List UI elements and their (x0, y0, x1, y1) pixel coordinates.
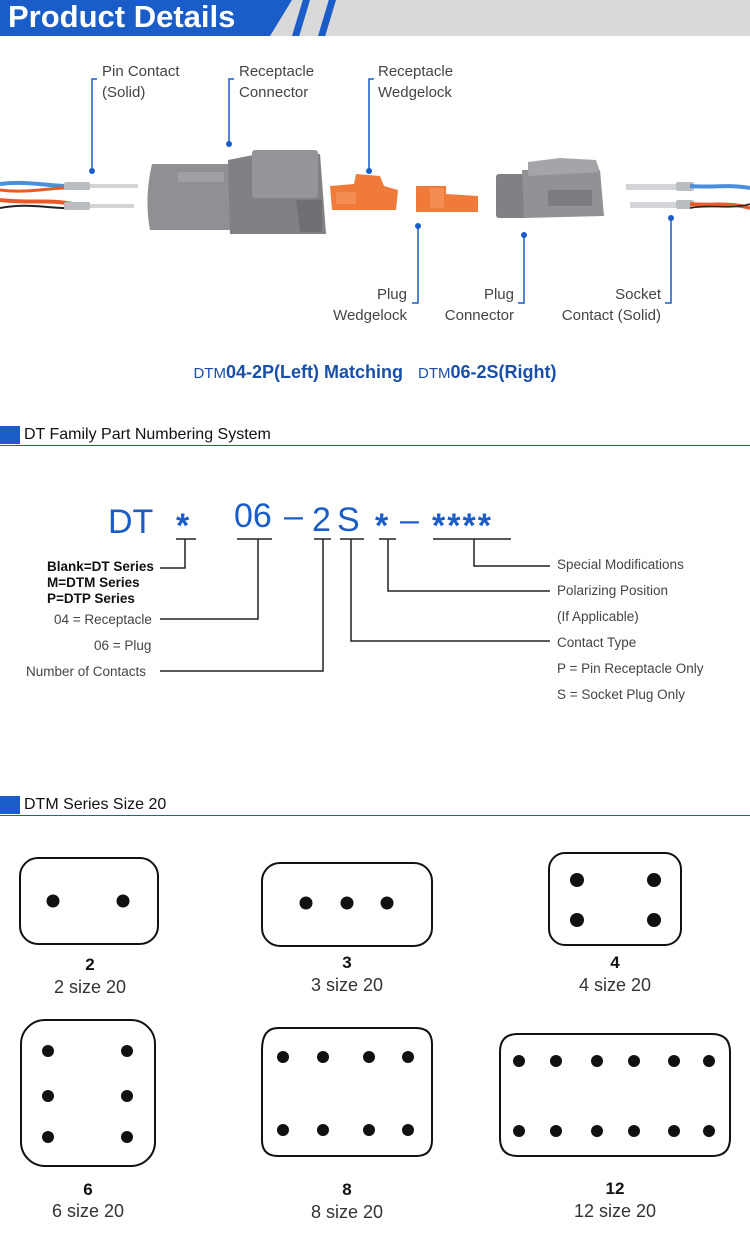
plug-connector-icon (496, 158, 604, 218)
pn-special-mod-label: Special Modifications (557, 557, 684, 572)
cavity-contact-dots (42, 873, 715, 1143)
pn-receptacle-plug: 06 (234, 497, 272, 535)
cavity-6-label: 6 size 20 (51, 1201, 125, 1221)
cavity-4-label: 4 size 20 (578, 975, 652, 995)
matching-caption: DTM04-2P(Left) Matching DTM06-2S(Right) (193, 362, 557, 382)
header-slash-decoration (292, 0, 310, 36)
cavity-12-label: 12 size 20 (573, 1201, 657, 1221)
cavity-3-label: 3 size 20 (310, 975, 384, 995)
pn-contacts: 2 (312, 501, 331, 539)
section-marker (0, 426, 20, 444)
section-part-numbering: DT Family Part Numbering System (0, 424, 750, 446)
socket-contact-icon (626, 182, 694, 209)
diagram-leader-lines (91, 78, 672, 304)
cavity-12-number: 12 (605, 1179, 625, 1198)
label-plug-connector: Plug Connector (444, 286, 514, 324)
pn-contact-type: S (337, 501, 360, 539)
pn-series-asterisk: * (176, 507, 190, 545)
section-divider (0, 445, 750, 446)
section-title: DT Family Part Numbering System (24, 426, 271, 443)
cavity-2-number: 2 (85, 955, 95, 974)
right-wires-icon (689, 184, 750, 210)
cavity-2-label: 2 size 20 (53, 977, 127, 997)
pn-series-p: P=DTP Series (47, 591, 135, 606)
cavity-8-outline (261, 1027, 433, 1157)
plug-wedgelock-icon (416, 186, 478, 212)
pn-plug-label: 06 = Plug (94, 638, 152, 653)
cavity-6-outline (20, 1019, 156, 1167)
pn-dash: – (400, 501, 419, 539)
section-divider (0, 815, 750, 816)
cavity-2-outline (19, 857, 159, 945)
connector-diagram (0, 78, 750, 304)
pn-dash: – (284, 497, 303, 535)
cavity-12-outline (499, 1033, 731, 1157)
label-socket-contact: Socket Contact (Solid) (561, 286, 661, 324)
pn-series-m: M=DTM Series (47, 575, 140, 590)
header-banner: Product Details (0, 0, 750, 36)
pn-contacts-label: Number of Contacts (26, 664, 147, 679)
cavity-4-outline (548, 852, 682, 946)
receptacle-connector-icon (147, 150, 326, 234)
section-marker (0, 796, 20, 814)
page-title: Product Details (8, 0, 236, 34)
cavity-8-label: 8 size 20 (310, 1202, 384, 1222)
pn-polarizing-note: (If Applicable) (557, 609, 639, 624)
pn-contact-type-label: Contact Type (557, 635, 637, 650)
pn-polarizing-label: Polarizing Position (557, 583, 669, 598)
cavity-4-number: 4 (610, 953, 620, 972)
label-pin-contact: Pin Contact (Solid) (102, 63, 180, 101)
pn-pin-receptacle-label: P = Pin Receptacle Only (557, 661, 704, 676)
label-receptacle-connector: Receptacle Connector (239, 63, 315, 101)
pn-polarizing-asterisk: * (375, 507, 389, 545)
header-blue-block (0, 0, 292, 36)
section-dtm-size20: DTM Series Size 20 (0, 794, 750, 816)
label-receptacle-wedgelock: Receptacle Wedgelock (378, 63, 454, 101)
section-title: DTM Series Size 20 (24, 796, 167, 813)
cavity-8-number: 8 (342, 1180, 352, 1199)
pn-series-blank: Blank=DT Series (47, 559, 154, 574)
pn-receptacle-label: 04 = Receptacle (54, 612, 152, 627)
label-plug-wedgelock: Plug Wedgelock (333, 286, 407, 324)
pn-socket-plug-label: S = Socket Plug Only (557, 687, 685, 702)
cavity-diagrams (19, 852, 731, 1167)
receptacle-wedgelock-icon (330, 174, 398, 210)
cavity-6-number: 6 (83, 1180, 93, 1199)
header-slash-decoration (318, 0, 336, 36)
cavity-3-number: 3 (342, 953, 352, 972)
part-number-leader-lines (160, 538, 550, 672)
pn-prefix: DT (108, 503, 154, 541)
diagram-leader-dots (89, 141, 674, 238)
pin-contact-icon (64, 182, 138, 210)
